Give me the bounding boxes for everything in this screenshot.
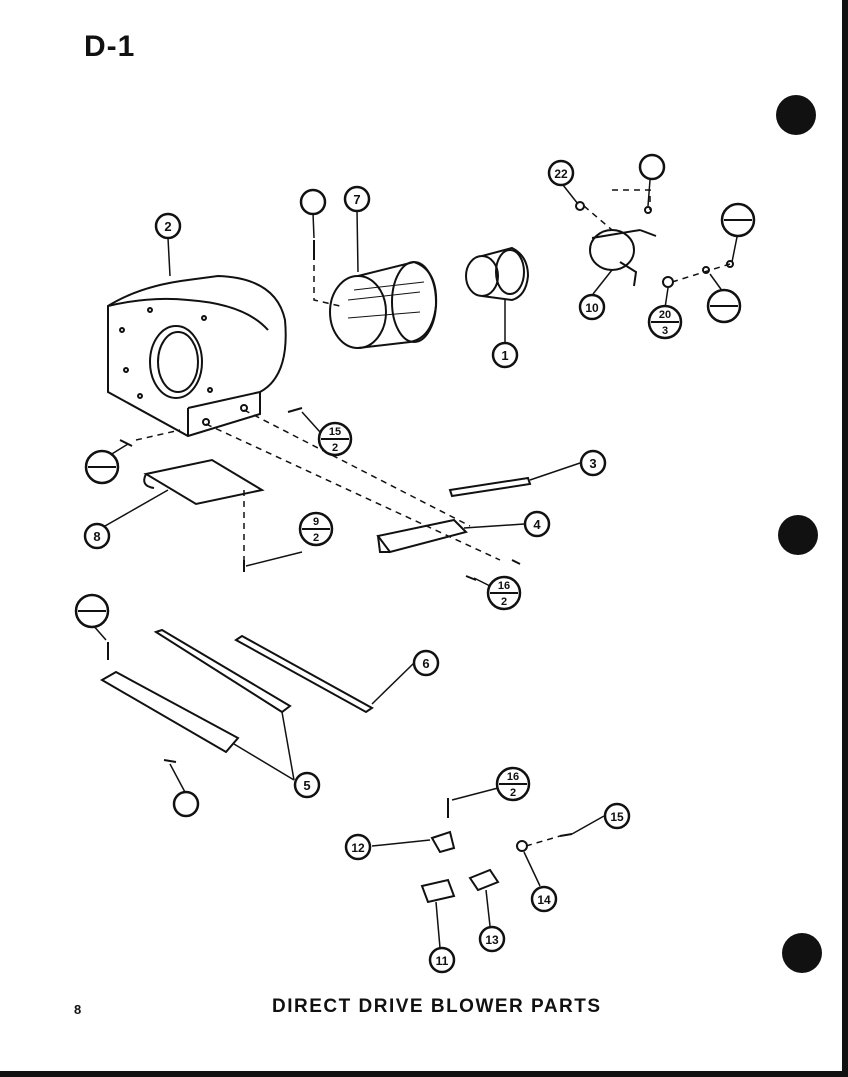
callout-9-2: 9 2 bbox=[298, 511, 334, 547]
leader-lines bbox=[91, 179, 739, 949]
angle-part-4 bbox=[376, 518, 468, 554]
svg-text:3: 3 bbox=[589, 456, 596, 471]
svg-text:15: 15 bbox=[610, 810, 624, 824]
svg-text:12: 12 bbox=[351, 841, 365, 855]
punch-hole-bottom bbox=[782, 933, 822, 973]
callout-7: 7 bbox=[343, 185, 371, 213]
callout-21: 22 bbox=[547, 159, 575, 187]
callout-10: 10 bbox=[578, 293, 606, 321]
punch-hole-top bbox=[776, 95, 816, 135]
svg-text:3: 3 bbox=[662, 325, 668, 337]
svg-text:5: 5 bbox=[303, 778, 310, 793]
rail-part-3 bbox=[448, 476, 532, 498]
callout-19-3 bbox=[706, 288, 742, 324]
callout-16-2: 16 2 bbox=[486, 575, 522, 611]
svg-text:9: 9 bbox=[313, 516, 319, 528]
callout-24-2 bbox=[74, 593, 110, 629]
svg-text:6: 6 bbox=[422, 656, 429, 671]
screws bbox=[107, 240, 573, 837]
motor-part bbox=[465, 246, 530, 302]
svg-text:20: 20 bbox=[659, 309, 671, 321]
clip-part-12 bbox=[430, 830, 456, 854]
blower-wheel-part bbox=[329, 260, 438, 349]
svg-text:22: 22 bbox=[554, 167, 568, 181]
svg-text:2: 2 bbox=[501, 596, 507, 608]
strip-part-6 bbox=[234, 634, 374, 714]
page-title: DIRECT DRIVE BLOWER PARTS bbox=[272, 996, 602, 1017]
callout-20-3 bbox=[720, 202, 756, 238]
punch-hole-middle bbox=[778, 515, 818, 555]
callout-18-3: 20 3 bbox=[647, 304, 683, 340]
callout-17 bbox=[299, 188, 327, 216]
svg-text:1: 1 bbox=[501, 348, 508, 363]
blower-housing-part bbox=[107, 274, 287, 438]
svg-text:2: 2 bbox=[164, 219, 171, 234]
svg-text:8: 8 bbox=[93, 529, 100, 544]
scan-edge-bottom bbox=[0, 1071, 848, 1077]
svg-text:16: 16 bbox=[498, 580, 510, 592]
svg-text:2: 2 bbox=[332, 442, 338, 454]
svg-text:14: 14 bbox=[537, 893, 551, 907]
callout-23-4 bbox=[84, 449, 120, 485]
svg-text:15: 15 bbox=[329, 426, 341, 438]
svg-text:4: 4 bbox=[533, 517, 541, 532]
callout-1: 1 bbox=[491, 341, 519, 369]
svg-text:11: 11 bbox=[436, 954, 449, 968]
bracket-part-8 bbox=[143, 458, 265, 506]
svg-text:10: 10 bbox=[585, 301, 599, 315]
callout-16-2-lower: 16 2 bbox=[495, 766, 531, 802]
callout-22-lower bbox=[172, 790, 200, 818]
scan-edge-right bbox=[842, 0, 848, 1077]
callout-6: 6 bbox=[412, 649, 440, 677]
retainer-part-13 bbox=[468, 868, 500, 892]
callout-4: 4 bbox=[523, 510, 551, 538]
page-label: D-1 bbox=[84, 30, 136, 63]
callout-11: 11 bbox=[428, 946, 456, 974]
callout-3: 3 bbox=[579, 449, 607, 477]
alignment-lines bbox=[135, 189, 731, 847]
callout-12: 12 bbox=[344, 833, 372, 861]
motor-mount-band-part bbox=[589, 229, 657, 287]
svg-text:13: 13 bbox=[485, 933, 499, 947]
base-rail-part-5 bbox=[99, 628, 292, 754]
callout-15-2: 15 2 bbox=[317, 421, 353, 457]
callout-5: 5 bbox=[293, 771, 321, 799]
svg-text:16: 16 bbox=[507, 771, 519, 783]
callout-22 bbox=[638, 153, 666, 181]
nut-part-14 bbox=[516, 840, 528, 852]
callout-14: 14 bbox=[530, 885, 558, 913]
page-number: 8 bbox=[74, 1002, 82, 1017]
callout-15: 15 bbox=[603, 802, 631, 830]
callout-13: 13 bbox=[478, 925, 506, 953]
mount-hardware bbox=[575, 201, 734, 288]
callout-2: 2 bbox=[154, 212, 182, 240]
svg-text:2: 2 bbox=[313, 532, 319, 544]
svg-text:7: 7 bbox=[353, 192, 360, 207]
block-part-11 bbox=[420, 878, 456, 904]
svg-text:2: 2 bbox=[510, 787, 516, 799]
callout-8: 8 bbox=[83, 522, 111, 550]
